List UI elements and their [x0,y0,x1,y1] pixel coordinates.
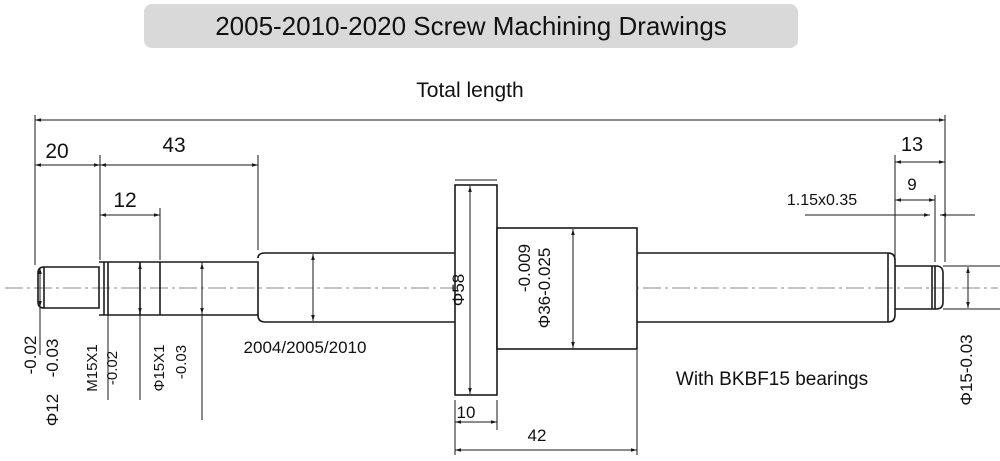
drawing-title: 2005-2010-2020 Screw Machining Drawings [144,4,798,48]
ball-nut [454,184,638,396]
end-dia-label: Φ12 [43,394,62,426]
dim-12-label: 12 [113,189,136,212]
dim-43-label: 43 [162,134,185,157]
total-length-label: Total length [416,79,523,102]
dim-42-label: 42 [528,426,547,445]
phi15-tol-label: -0.03 [173,345,190,379]
right-dia-label: Φ15-0.03 [957,334,976,405]
phi15-name-label: Φ15X1 [151,345,168,392]
end-tol-bot-label: -0.03 [43,339,62,378]
dimension-lines [35,118,975,452]
flange-dia-label: Φ58 [449,274,468,306]
thread-name-label: M15X1 [84,344,101,392]
bearings-label: With BKBF15 bearings [676,369,868,390]
thread-tol-label: -0.02 [104,351,121,385]
dim-9-label: 9 [907,175,916,194]
groove-label: 1.15x0.35 [787,192,857,209]
end-tol-top-label: -0.02 [21,336,40,375]
dim-10-label: 10 [457,403,476,422]
nut-tol-label: -0.009 [515,244,534,292]
dim-13-label: 13 [901,134,923,156]
nut-dia-label: Φ36-0.025 [535,248,554,329]
models-label: 2004/2005/2010 [244,338,367,357]
dim-20-label: 20 [45,140,68,163]
